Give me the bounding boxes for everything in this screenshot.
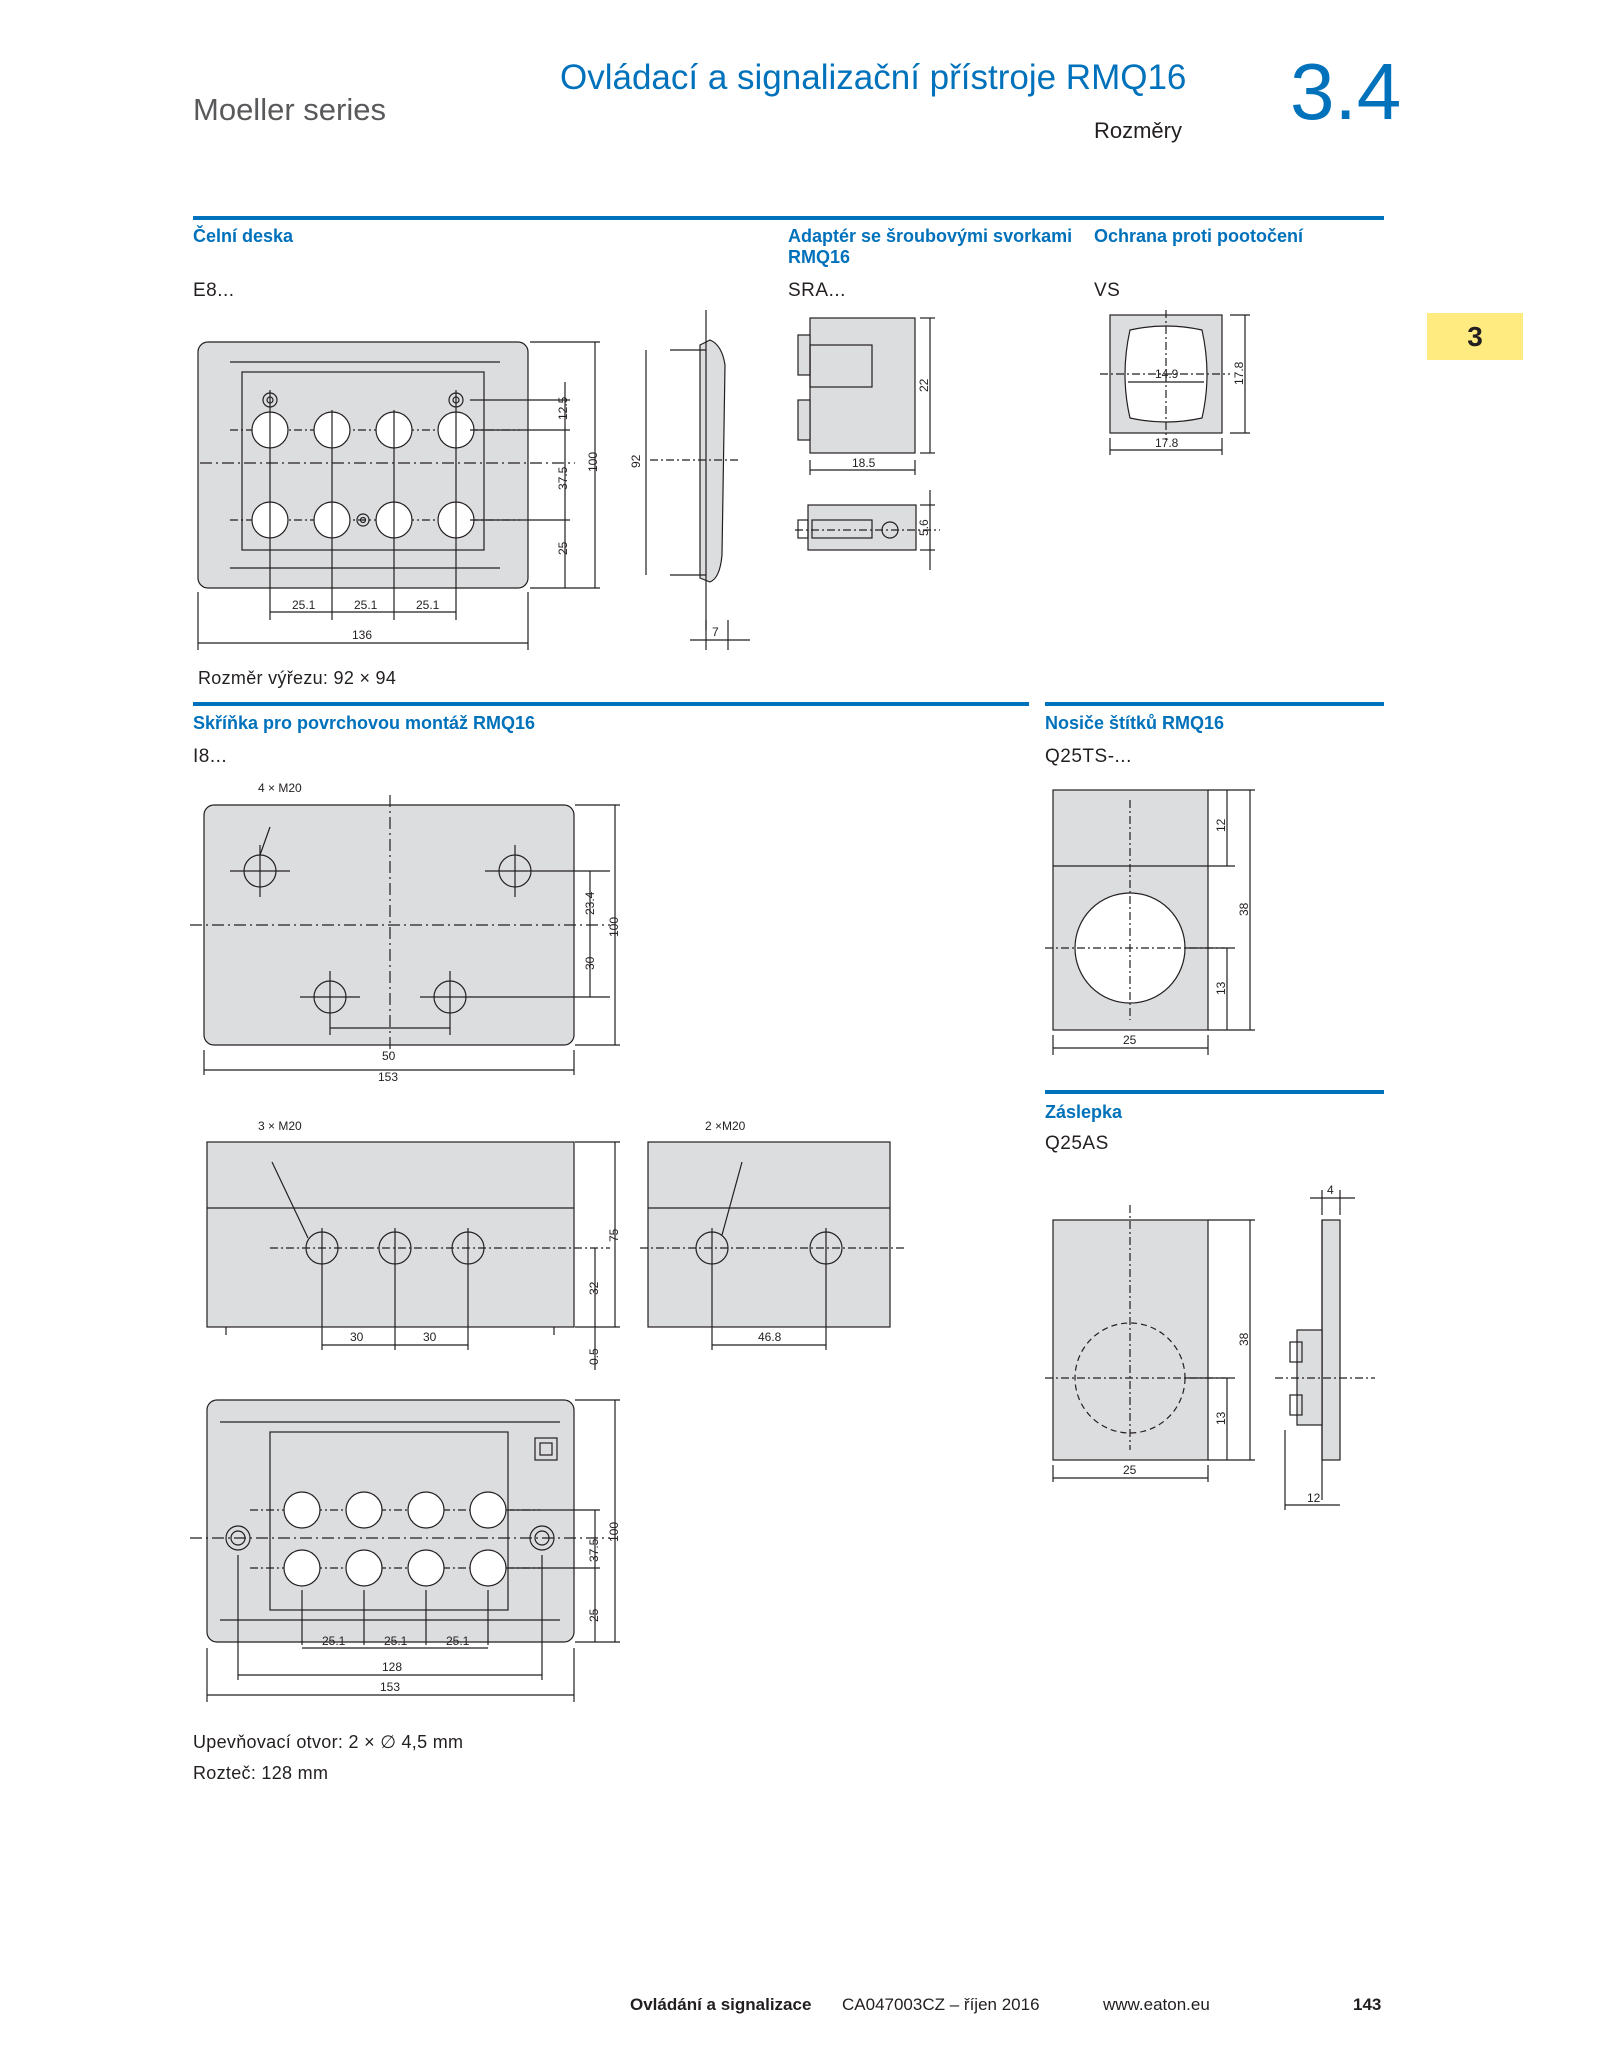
dim-38: 38	[1237, 902, 1251, 916]
dim-25: 25	[1123, 1463, 1137, 1477]
section-rule	[1045, 702, 1384, 706]
dim-128: 128	[382, 1660, 402, 1674]
series-name: Moeller series	[193, 92, 386, 127]
dim-12: 12	[1307, 1491, 1321, 1505]
dim-25: 25	[1123, 1033, 1137, 1047]
product-code-front-plate: E8...	[193, 280, 235, 301]
dim-136: 136	[352, 628, 372, 642]
surface-box-side-view: 2 ×M20 46.8	[640, 1119, 905, 1350]
page-subtitle: Rozměry	[1093, 118, 1182, 143]
dim-18-5: 18.5	[852, 456, 876, 470]
dim-25: 25	[556, 541, 570, 555]
dim-100: 100	[607, 1522, 621, 1542]
dim-100: 100	[586, 452, 600, 472]
section-rule	[1045, 1090, 1384, 1094]
dim-75: 75	[607, 1228, 621, 1242]
adapter-drawing: 22 18.5 5.6	[795, 317, 940, 570]
cutout-note: Rozměr výřezu: 92 × 94	[198, 668, 397, 688]
dim-30-b: 30	[423, 1330, 437, 1344]
dim-100: 100	[607, 917, 621, 937]
dim-153: 153	[380, 1680, 400, 1694]
label-carrier-drawing: 12 38 13 25	[1045, 789, 1255, 1055]
product-code-blanking-plug: Q25AS	[1045, 1133, 1109, 1154]
dim-23-4: 23.4	[583, 891, 597, 915]
dim-32: 32	[587, 1281, 601, 1295]
dim-17-8-vertical: 17.8	[1232, 361, 1246, 385]
dim-17-8-horizontal: 17.8	[1155, 436, 1179, 450]
dim-37-5: 37.5	[556, 466, 570, 490]
dim-25-1-b: 25.1	[384, 1634, 408, 1648]
dim-25-1-c: 25.1	[416, 598, 440, 612]
footer-document: CA047003CZ – říjen 2016	[842, 1995, 1040, 2014]
dim-50: 50	[382, 1049, 396, 1063]
section-rule	[193, 216, 1384, 220]
mounting-hole-note: Upevňovací otvor: 2 × ∅ 4,5 mm	[193, 1732, 464, 1752]
dim-13: 13	[1214, 981, 1228, 995]
dim-0-5: 0.5	[587, 1348, 601, 1365]
section-title-blanking-plug: Záslepka	[1045, 1102, 1123, 1122]
product-code-label-carrier: Q25TS-...	[1045, 746, 1132, 767]
blanking-plug-drawing: 4 38 13 25 12	[1045, 1183, 1375, 1510]
surface-box-insert-view: 100 37.5 25 25.1 25.1 25.1 128 153	[190, 1399, 621, 1702]
product-code-rotation-guard: VS	[1094, 280, 1121, 301]
dim-25-1-b: 25.1	[354, 598, 378, 612]
dim-25-1-a: 25.1	[292, 598, 316, 612]
surface-box-top-view: 4 × M20 23.4 30 100 50 153	[190, 781, 621, 1084]
section-title-label-carrier: Nosiče štítků RMQ16	[1045, 713, 1225, 733]
surface-box-front-view: 3 × M20 75 32 0.5 30 30	[206, 1119, 621, 1370]
dim-46-8: 46.8	[758, 1330, 782, 1344]
label-3xm20: 3 × M20	[258, 1119, 302, 1133]
page-title: Ovládací a signalizační přístroje RMQ16	[560, 58, 1187, 97]
dim-30-a: 30	[350, 1330, 364, 1344]
dim-13: 13	[1214, 1411, 1228, 1425]
dim-25-1-c: 25.1	[446, 1634, 470, 1648]
dim-37-5: 37.5	[587, 1538, 601, 1562]
label-4xm20: 4 × M20	[258, 781, 302, 795]
dim-22: 22	[917, 378, 931, 392]
dim-14-9: 14.9	[1155, 367, 1179, 381]
dim-92: 92	[629, 454, 643, 468]
footer-website: www.eaton.eu	[1103, 1995, 1210, 2014]
section-title-surface-box: Skříňka pro povrchovou montáž RMQ16	[193, 713, 536, 733]
dim-12: 12	[1214, 818, 1228, 832]
chapter-side-tab: 3	[1427, 313, 1523, 360]
footer-section: Ovládání a signalizace	[630, 1995, 812, 2014]
section-title-rotation-guard: Ochrana proti pootočení	[1094, 226, 1304, 246]
dim-153: 153	[378, 1070, 398, 1084]
product-code-surface-box: I8...	[193, 746, 228, 767]
front-plate-side-view: 92 7	[629, 310, 750, 650]
dim-4: 4	[1327, 1183, 1334, 1197]
rotation-guard-drawing: 14.9 17.8 17.8	[1100, 310, 1250, 455]
dim-7: 7	[712, 625, 719, 639]
product-code-adapter: SRA...	[788, 280, 846, 301]
front-plate-drawing: 12.5 37.5 25 100 25.1 25.1 25.1 136	[197, 341, 600, 650]
pitch-note: Rozteč: 128 mm	[193, 1763, 329, 1783]
dim-12-5: 12.5	[556, 396, 570, 420]
dim-38: 38	[1237, 1332, 1251, 1346]
section-title-front-plate: Čelní deska	[193, 226, 294, 246]
dim-5-6: 5.6	[917, 519, 931, 536]
dim-25-1-a: 25.1	[322, 1634, 346, 1648]
chapter-number: 3.4	[1290, 47, 1402, 136]
dim-30: 30	[583, 956, 597, 970]
page-number: 143	[1353, 1995, 1382, 2014]
label-2xm20: 2 ×M20	[705, 1119, 746, 1133]
section-rule	[193, 702, 1029, 706]
dim-25: 25	[587, 1608, 601, 1622]
section-title-adapter: Adaptér se šroubovými svorkami RMQ16	[788, 226, 1073, 267]
